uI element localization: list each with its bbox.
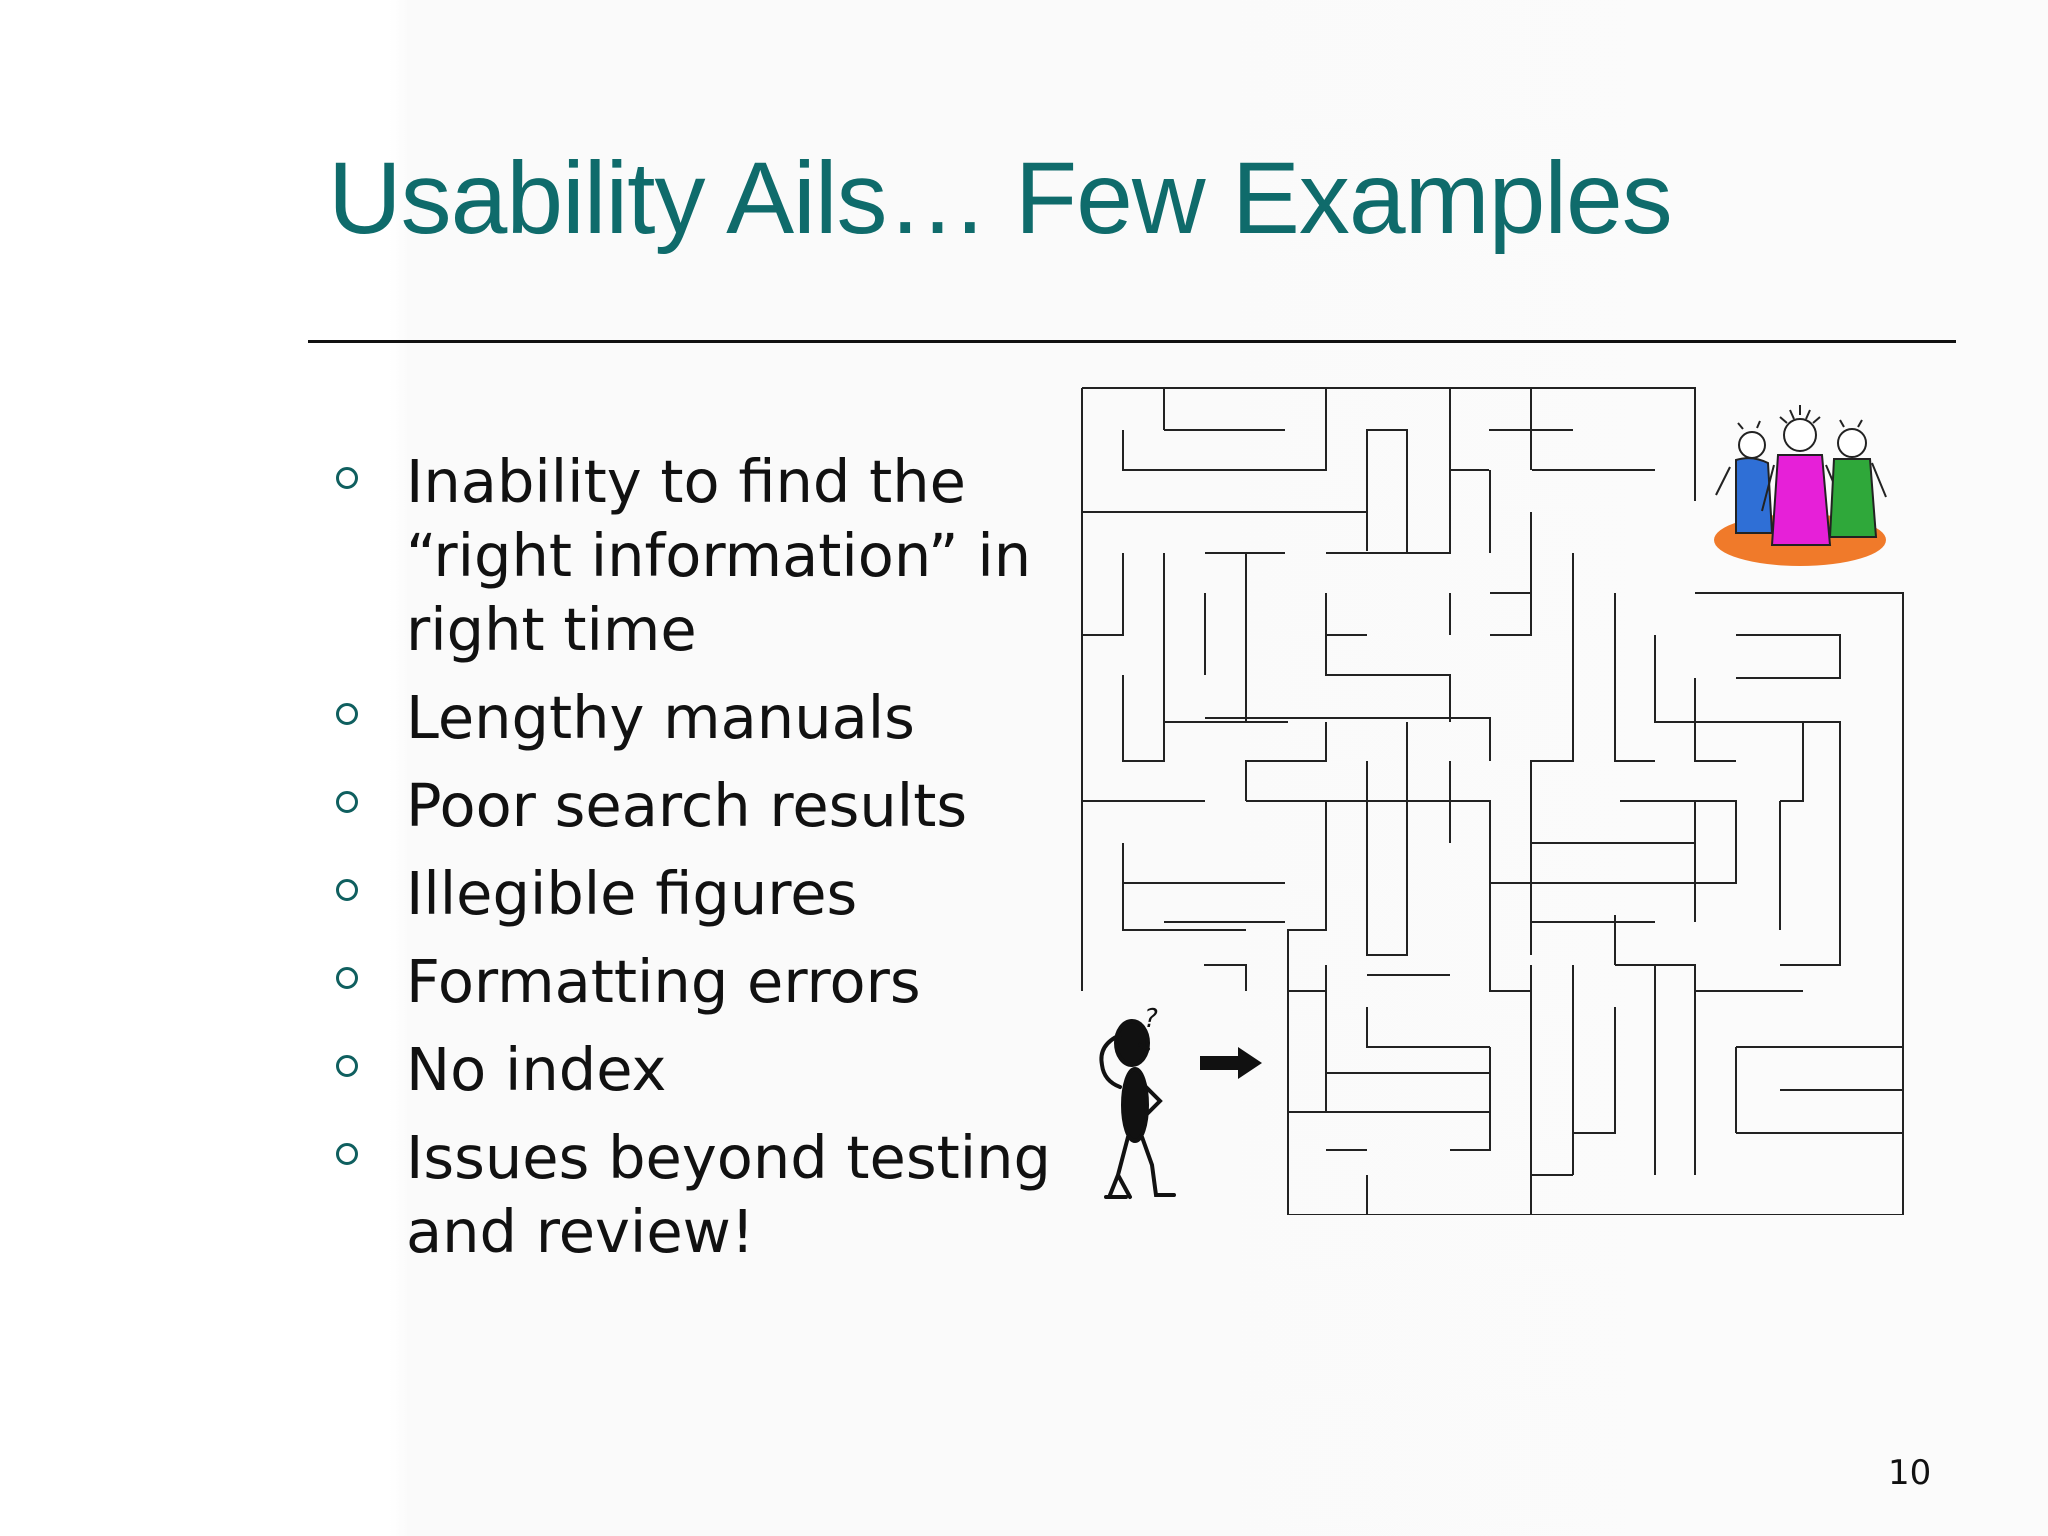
maze-illustration xyxy=(1081,387,1904,1215)
right-arrow-icon xyxy=(1200,1047,1262,1079)
bullet-text: Issues beyond testing and review! xyxy=(406,1123,1051,1266)
bullet-circle-icon xyxy=(336,791,358,813)
bullet-circle-icon xyxy=(336,467,358,489)
list-item: Issues beyond testing and review! xyxy=(330,1121,1090,1269)
bullet-circle-icon xyxy=(336,1143,358,1165)
list-item: Formatting errors xyxy=(330,945,1090,1019)
bullet-list: Inability to find the “right information… xyxy=(330,445,1090,1283)
bullet-text: Lengthy manuals xyxy=(406,683,915,752)
bullet-circle-icon xyxy=(336,879,358,901)
slide-title: Usability Ails… Few Examples xyxy=(328,141,1673,255)
bullet-circle-icon xyxy=(336,967,358,989)
group-of-people-illustration xyxy=(1714,405,1887,566)
list-item: Illegible figures xyxy=(330,857,1090,931)
bullet-circle-icon xyxy=(336,703,358,725)
bullet-text: Inability to find the “right information… xyxy=(406,447,1032,664)
question-mark: ? xyxy=(1144,1005,1158,1034)
bullet-text: Poor search results xyxy=(406,771,968,840)
list-item: Inability to find the “right information… xyxy=(330,445,1090,667)
page-number: 10 xyxy=(1888,1453,1932,1493)
bullet-circle-icon xyxy=(336,1055,358,1077)
list-item: Poor search results xyxy=(330,769,1090,843)
title-divider xyxy=(308,340,1956,343)
list-item: No index xyxy=(330,1033,1090,1107)
bullet-text: No index xyxy=(406,1035,667,1104)
list-item: Lengthy manuals xyxy=(330,681,1090,755)
confused-person-icon: ? xyxy=(1099,1005,1176,1199)
bullet-text: Illegible figures xyxy=(406,859,858,928)
bullet-text: Formatting errors xyxy=(406,947,921,1016)
